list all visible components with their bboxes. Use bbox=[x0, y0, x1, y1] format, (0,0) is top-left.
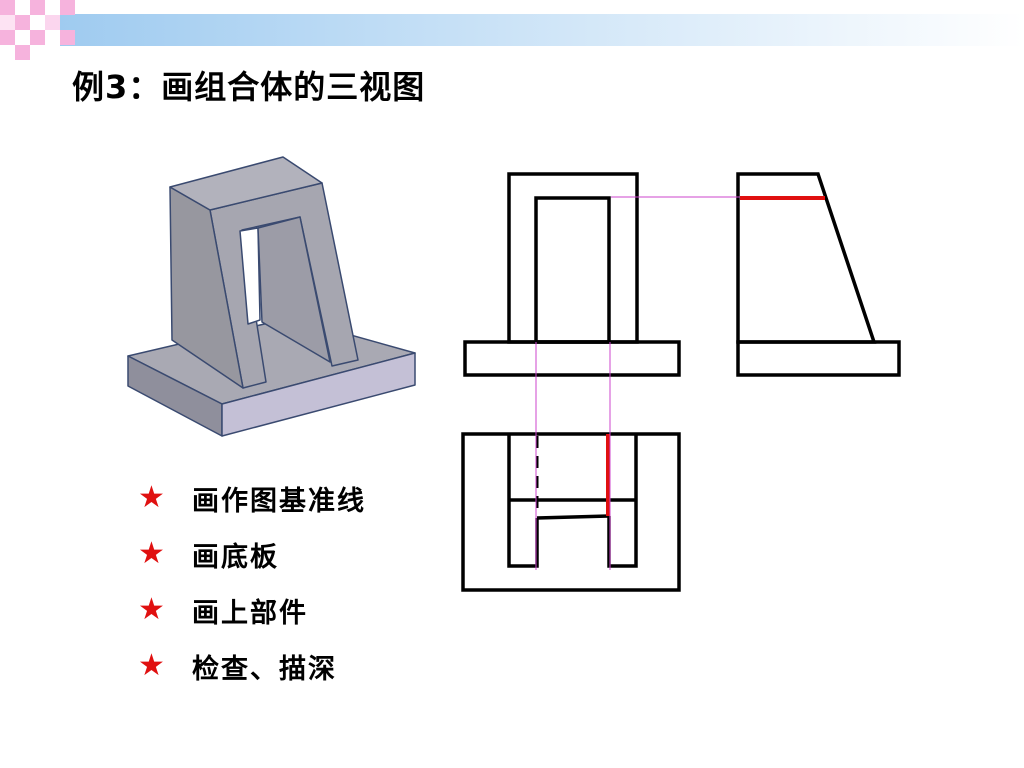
checker-pattern bbox=[0, 0, 75, 60]
step-item-upper-part: ★ 画上部件 bbox=[138, 582, 366, 638]
frame-top-face bbox=[169, 156, 323, 211]
projection-lines bbox=[535, 196, 740, 570]
page-title: 例3：画组合体的三视图 bbox=[72, 68, 426, 106]
front-view bbox=[463, 172, 681, 377]
step-label: 画底板 bbox=[192, 541, 279, 573]
step-item-baseline: ★ 画作图基准线 bbox=[138, 470, 366, 526]
isometric-model bbox=[127, 156, 416, 437]
step-item-check: ★ 检查、描深 bbox=[138, 638, 366, 694]
star-icon: ★ bbox=[138, 536, 165, 571]
step-list: ★ 画作图基准线 ★ 画底板 ★ 画上部件 ★ 检查、描深 bbox=[138, 470, 366, 694]
header-decoration bbox=[0, 0, 1024, 60]
base-front-face bbox=[221, 352, 416, 437]
top-view-base bbox=[461, 432, 681, 592]
opening-inner-side bbox=[257, 216, 331, 363]
side-view-base bbox=[736, 340, 901, 377]
star-icon: ★ bbox=[138, 592, 165, 627]
step-label: 画上部件 bbox=[192, 597, 308, 629]
front-view-base bbox=[463, 340, 681, 377]
side-view bbox=[736, 172, 901, 377]
top-view-inner-edge bbox=[536, 514, 610, 520]
star-icon: ★ bbox=[138, 648, 165, 683]
star-icon: ★ bbox=[138, 480, 165, 515]
step-label: 画作图基准线 bbox=[192, 485, 366, 517]
step-item-base-plate: ★ 画底板 bbox=[138, 526, 366, 582]
top-view bbox=[461, 432, 681, 592]
front-view-opening bbox=[534, 196, 611, 344]
step-label: 检查、描深 bbox=[192, 653, 337, 685]
frame-opening bbox=[239, 227, 261, 325]
